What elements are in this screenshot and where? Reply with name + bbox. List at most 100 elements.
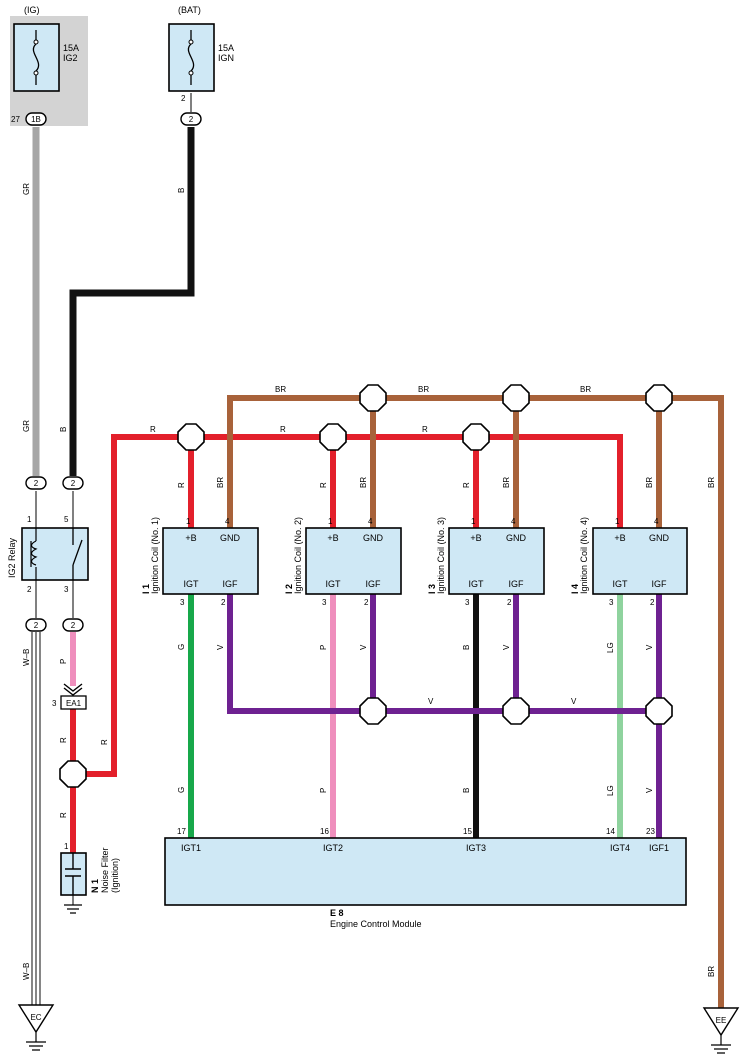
svg-text:Ignition Coil (No. 3): Ignition Coil (No. 3) xyxy=(436,517,446,594)
ign-fuse-rating: 15A xyxy=(218,43,234,53)
svg-text:IGF: IGF xyxy=(509,579,525,589)
wire-r-riser xyxy=(86,434,623,777)
svg-text:BR: BR xyxy=(707,477,716,488)
noise-filter-sub: (Ignition) xyxy=(110,858,120,893)
svg-text:1: 1 xyxy=(615,517,620,526)
ecm-pin-15: 15 xyxy=(463,827,472,836)
ea1-connector xyxy=(60,695,87,710)
svg-text:R: R xyxy=(462,482,471,488)
ecm-igt1: IGT1 xyxy=(181,843,201,853)
ecm-pin-14: 14 xyxy=(606,827,615,836)
relay-conn-top-right-label: 2 xyxy=(71,479,76,488)
svg-text:IGT: IGT xyxy=(184,579,200,589)
svg-text:4: 4 xyxy=(368,517,373,526)
wire-wb-ground xyxy=(31,632,41,1005)
svg-text:IGT: IGT xyxy=(613,579,629,589)
svg-text:I 4: I 4 xyxy=(570,584,580,594)
noise-filter-pin: 1 xyxy=(64,842,69,851)
ea1-pin: 3 xyxy=(52,699,57,708)
svg-text:G: G xyxy=(177,644,186,650)
relay-pin-3: 3 xyxy=(64,585,69,594)
ecm-igf1: IGF1 xyxy=(649,843,669,853)
svg-text:P: P xyxy=(59,659,68,664)
svg-text:BR: BR xyxy=(645,477,654,488)
svg-text:3: 3 xyxy=(465,598,470,607)
ground-ee-label: EE xyxy=(716,1016,727,1025)
svg-text:R: R xyxy=(150,425,156,434)
ecm-igt4: IGT4 xyxy=(610,843,630,853)
svg-text:BR: BR xyxy=(216,477,225,488)
svg-text:Ignition Coil (No. 1): Ignition Coil (No. 1) xyxy=(150,517,160,594)
ig-supply-label: (IG) xyxy=(24,5,40,15)
ground-ee: EE xyxy=(702,1007,740,1054)
svg-text:R: R xyxy=(280,425,286,434)
svg-text:LG: LG xyxy=(606,785,615,796)
svg-text:V: V xyxy=(645,787,654,793)
ecm-igt2: IGT2 xyxy=(323,843,343,853)
svg-text:+B: +B xyxy=(327,533,338,543)
wire-b-bat xyxy=(69,127,195,476)
svg-text:IGF: IGF xyxy=(366,579,382,589)
svg-text:1: 1 xyxy=(471,517,476,526)
svg-text:BR: BR xyxy=(502,477,511,488)
ecm-name: Engine Control Module xyxy=(330,919,422,929)
svg-text:W–B: W–B xyxy=(22,963,31,980)
svg-text:GR: GR xyxy=(22,420,31,432)
svg-text:R: R xyxy=(59,737,68,743)
svg-text:GR: GR xyxy=(22,183,31,195)
ignition-coil-4: 1 4 +B GND IGT IGF 3 2 I 4 Ignition Coil… xyxy=(570,517,688,607)
relay-pin-2: 2 xyxy=(27,585,32,594)
svg-text:I 2: I 2 xyxy=(284,584,294,594)
svg-text:1: 1 xyxy=(328,517,333,526)
svg-text:1: 1 xyxy=(186,517,191,526)
svg-text:+B: +B xyxy=(470,533,481,543)
connector-1b-label: 1B xyxy=(31,115,41,124)
svg-text:2: 2 xyxy=(364,598,369,607)
relay-pin-5: 5 xyxy=(64,515,69,524)
ignition-coil-2: 1 4 +B GND IGT IGF 3 2 I 2 Ignition Coil… xyxy=(284,517,402,607)
svg-text:W–B: W–B xyxy=(22,649,31,666)
svg-text:R: R xyxy=(177,482,186,488)
ign-pin-number: 2 xyxy=(181,94,186,103)
relay-name: IG2 Relay xyxy=(7,537,17,578)
svg-text:R: R xyxy=(422,425,428,434)
svg-text:R: R xyxy=(100,739,109,745)
svg-text:V: V xyxy=(359,644,368,650)
svg-text:B: B xyxy=(462,788,471,793)
relay-conn-bottom-left-label: 2 xyxy=(34,621,39,630)
svg-text:+B: +B xyxy=(185,533,196,543)
noise-filter-name: Noise Filter xyxy=(100,847,110,893)
svg-text:IGF: IGF xyxy=(223,579,239,589)
ig2-fuse-rating: 15A xyxy=(63,43,79,53)
svg-text:V: V xyxy=(216,644,225,650)
engine-control-module xyxy=(164,837,687,906)
ea1-label: EA1 xyxy=(66,699,82,708)
ecm-code: E 8 xyxy=(330,908,344,918)
svg-text:3: 3 xyxy=(180,598,185,607)
ground-icon xyxy=(64,904,82,914)
svg-text:IGT: IGT xyxy=(326,579,342,589)
svg-text:3: 3 xyxy=(322,598,327,607)
relay-conn-top-left-label: 2 xyxy=(34,479,39,488)
svg-text:LG: LG xyxy=(606,642,615,653)
ignition-coil-3: 1 4 +B GND IGT IGF 3 2 I 3 Ignition Coil… xyxy=(427,517,545,607)
ecm-igt3: IGT3 xyxy=(466,843,486,853)
wire-labels: GR GR B B P R R R W–B W–B R R R BR BR BR… xyxy=(22,183,716,980)
ground-ec: EC xyxy=(17,1004,55,1051)
svg-text:Ignition Coil (No. 4): Ignition Coil (No. 4) xyxy=(579,517,589,594)
relay-coil-icon xyxy=(30,528,38,580)
relay-pin-1: 1 xyxy=(27,515,32,524)
ign-fuse-name: IGN xyxy=(218,53,234,63)
svg-text:GND: GND xyxy=(363,533,384,543)
svg-text:4: 4 xyxy=(654,517,659,526)
ecm-pin-17: 17 xyxy=(177,827,186,836)
svg-text:I 3: I 3 xyxy=(427,584,437,594)
svg-text:G: G xyxy=(177,787,186,793)
relay-conn-top-right xyxy=(62,476,84,490)
svg-text:P: P xyxy=(319,645,328,650)
svg-text:V: V xyxy=(428,697,434,706)
relay-conn-bottom-left xyxy=(25,618,47,632)
connector-bat-2-label: 2 xyxy=(189,115,194,124)
relay-switch-icon xyxy=(72,528,83,580)
svg-text:V: V xyxy=(571,697,577,706)
